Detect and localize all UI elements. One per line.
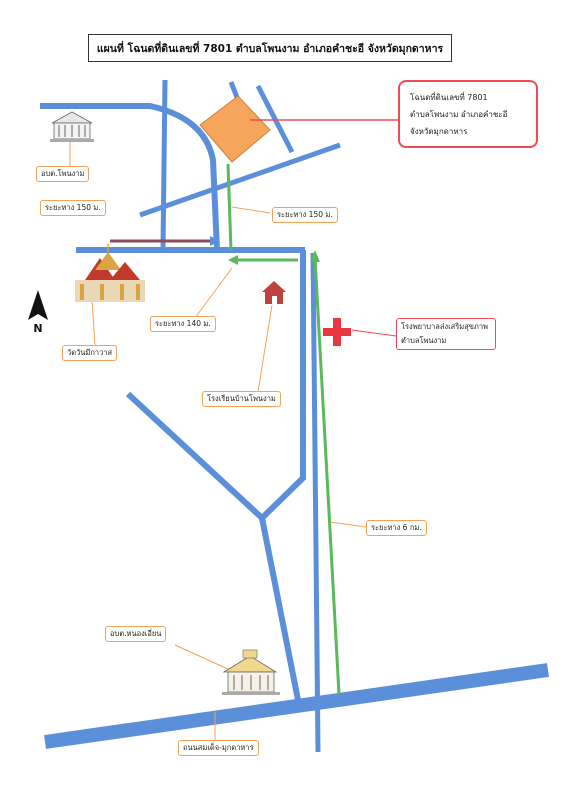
label-temple: วัดวันมีกาวาส [62,345,118,361]
land-parcel [199,95,271,163]
label-obt-nong-ian: อบต.หนองเอี่ยน [105,626,167,642]
government-building-icon [50,111,94,142]
road-west-diagonal [125,391,265,521]
route-to-highway [313,257,341,695]
label-highway: ถนนสมเด็จ-มุกดาหาร [178,740,259,756]
temple-icon [75,244,145,302]
leader-temple [91,299,96,346]
label-distance-6km: ระยะทาง 6 กม. [366,520,427,536]
road-curve-west [40,103,220,251]
school-house-icon [262,281,286,304]
leader-hospital [351,329,397,337]
road-south [259,517,303,711]
leader-school [257,304,273,393]
route-arrow-west [228,255,238,265]
road-east-diagonal [259,475,306,521]
parcel-callout-line1: โฉนดที่ดินเลขที่ 7801 [410,93,488,102]
leader-150-right [231,206,271,214]
parcel-callout-line2: ตำบลโพนงาม อำเภอคำชะอี [410,110,508,119]
route-parcel-to-road [226,163,233,251]
road-northeast [255,84,295,154]
parcel-callout: โฉนดที่ดินเลขที่ 7801 ตำบลโพนงาม อำเภอคำ… [398,80,538,148]
road-diagonal-middle [139,142,341,218]
label-hospital: โรงพยาบาลส่งเสริมสุขภาพตำบลโพนงาม [396,318,496,350]
label-distance-140: ระยะทาง 140 ม. [150,316,216,332]
north-arrow-icon [28,290,48,320]
route-arrow-north [310,250,320,262]
north-letter: N [33,322,43,335]
road-north-vertical [160,79,168,251]
label-obt-phon-ngam: อบต.โพนงาม [36,166,90,182]
hospital-cross-icon [323,318,351,346]
north-indicator: N [28,290,48,335]
label-school: โรงเรียนบ้านโพนงาม [202,391,281,407]
government-building-bottom-icon [222,649,280,695]
parcel-callout-line3: จังหวัดมุกดาหาร [410,127,468,136]
label-distance-150-right: ระยะทาง 150 ม. [272,207,338,223]
road-vertical-east [310,252,321,753]
leader-140 [194,267,233,319]
label-distance-150-left: ระยะทาง 150 ม. [40,200,106,216]
distance-arrow-head [210,236,220,246]
map-title: แผนที่ โฉนดที่ดินเลขที่ 7801 ตำบลโพนงาม … [88,34,452,62]
leader-obt-nong-ian [174,644,231,671]
leader-6km [329,521,367,528]
